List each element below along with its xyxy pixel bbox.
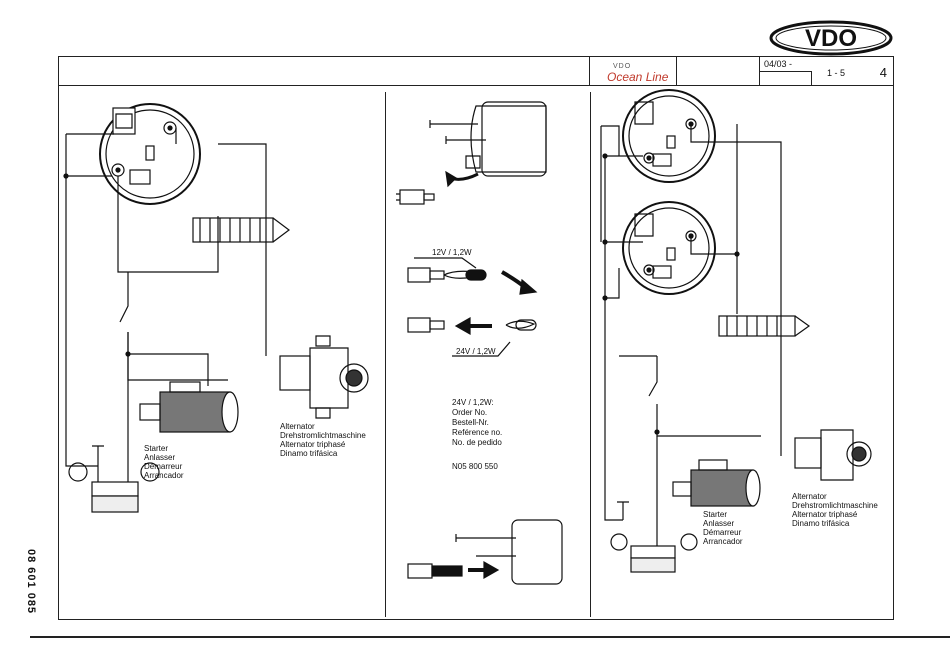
right-starter-labels: Starter Anlasser Démarreur Arrancador (703, 510, 743, 546)
right-wiring-diagram: Starter Anlasser Démarreur Arrancador Al… (591, 86, 894, 620)
footer-rule (30, 636, 950, 638)
battery-right-icon (610, 533, 698, 573)
gauge-housing-bottom-icon (407, 519, 563, 585)
alternator-icon (279, 335, 369, 419)
sender-strip-icon (192, 217, 290, 243)
diagram-frame (58, 86, 894, 620)
gauge-bottom-icon (622, 201, 716, 295)
header-page-range: 1 - 5 (827, 68, 846, 78)
divider-right (590, 92, 591, 617)
part-number: N05 800 550 (452, 462, 498, 471)
divider-left (385, 92, 386, 617)
ocean-line-logo: VDO Ocean Line (599, 59, 669, 85)
gauge-housing-icon (429, 101, 547, 177)
svg-text:VDO: VDO (613, 63, 631, 70)
svg-text:VDO: VDO (805, 25, 857, 52)
starter-right-icon (672, 459, 761, 507)
header-date: 04/03 - (764, 59, 793, 69)
vdo-logo: VDO (768, 20, 894, 56)
arrow-right-icon (501, 270, 538, 295)
alternator-right-icon (794, 429, 872, 481)
bulb-replacement-panel: 12V / 1,2W 24V / 1,2W 24V / 1,2W: Order … (386, 86, 590, 620)
left-starter-labels: Starter Anlasser Démarreur Arrancador (144, 444, 184, 480)
header-page-number: 4 (879, 65, 887, 80)
svg-text:Ocean Line: Ocean Line (607, 70, 669, 84)
right-alternator-labels: Alternator Drehstromlichtmaschine Altern… (792, 492, 878, 528)
header-bar: VDO Ocean Line 04/03 - 1 - 5 4 (58, 56, 894, 86)
curved-arrow-icon (445, 170, 479, 188)
sender-strip-right-icon (718, 315, 811, 337)
left-alternator-labels: Alternator Drehstromlichtmaschine Altern… (280, 422, 366, 458)
battery-icon (68, 462, 160, 513)
order-info: 24V / 1,2W: Order No. Bestell-Nr. Refére… (452, 398, 503, 447)
document-number: 08 601 085 (25, 549, 37, 615)
bulb-holder-icon (396, 189, 435, 205)
left-wiring-diagram: Starter Anlasser Démarreur Arrancador Al… (58, 86, 385, 620)
gauge-top-icon (622, 89, 716, 183)
bulb-24v-icon (407, 317, 537, 333)
bulb-12v-label: 12V / 1,2W (432, 248, 472, 257)
bulb-24v-label: 24V / 1,2W (456, 347, 496, 356)
arrow-left-icon (454, 316, 492, 336)
bulb-12v-icon (407, 267, 487, 283)
starter-icon (139, 381, 239, 433)
gauge-icon (99, 103, 201, 205)
